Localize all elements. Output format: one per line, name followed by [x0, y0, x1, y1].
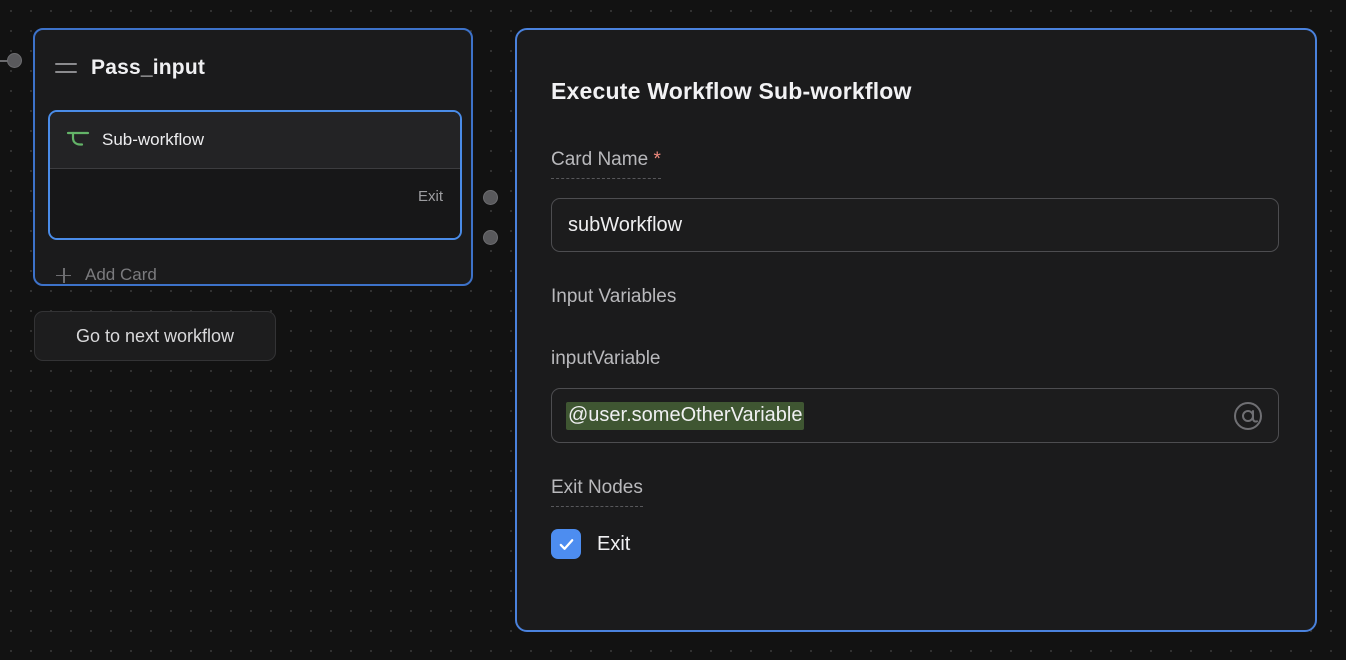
- node-title: Pass_input: [91, 56, 205, 80]
- required-marker: *: [653, 149, 660, 170]
- add-card-button[interactable]: Add Card: [48, 258, 165, 292]
- card-header-row[interactable]: Sub-workflow: [50, 112, 460, 168]
- card-name-label: Card Name *: [551, 149, 661, 179]
- go-to-next-workflow-label: Go to next workflow: [76, 326, 234, 347]
- card-exit-row[interactable]: Exit: [50, 169, 460, 238]
- check-icon: [557, 535, 576, 554]
- input-variables-section-label: Input Variables: [551, 286, 1281, 308]
- card-name-input[interactable]: subWorkflow: [551, 198, 1279, 252]
- exit-node-option-row[interactable]: Exit: [551, 529, 1281, 559]
- card-name-value: subWorkflow: [568, 214, 682, 237]
- plus-icon: [56, 268, 71, 283]
- variable-token[interactable]: @user.someOtherVariable: [566, 402, 804, 430]
- card-exit-label: Exit: [418, 188, 443, 205]
- input-variable-name-label: inputVariable: [551, 348, 1281, 370]
- go-to-next-workflow-button[interactable]: Go to next workflow: [34, 311, 276, 361]
- hamburger-icon[interactable]: [55, 61, 77, 75]
- exit-nodes-label: Exit Nodes: [551, 477, 643, 507]
- card-label: Sub-workflow: [102, 130, 204, 150]
- workflow-node-pass-input[interactable]: Pass_input Sub-workflow Exit Add Card: [33, 28, 473, 286]
- add-card-label: Add Card: [85, 265, 157, 285]
- exit-checkbox[interactable]: [551, 529, 581, 559]
- properties-panel: Execute Workflow Sub-workflow Card Name …: [515, 28, 1317, 632]
- input-variable-value-input[interactable]: @user.someOtherVariable: [551, 388, 1279, 443]
- input-connector-port[interactable]: [7, 53, 22, 68]
- output-connector-port-2[interactable]: [483, 230, 498, 245]
- panel-title: Execute Workflow Sub-workflow: [551, 78, 1281, 105]
- exit-nodes-group: Exit Nodes Exit: [551, 477, 1281, 559]
- output-connector-port-1[interactable]: [483, 190, 498, 205]
- node-header: Pass_input: [35, 30, 471, 88]
- card-name-field-group: Card Name * subWorkflow: [551, 149, 1281, 252]
- card-sub-workflow[interactable]: Sub-workflow Exit: [48, 110, 462, 240]
- at-icon[interactable]: [1232, 400, 1264, 432]
- exit-checkbox-label: Exit: [597, 533, 630, 556]
- sub-workflow-icon: [66, 129, 90, 151]
- input-variables-group: Input Variables inputVariable @user.some…: [551, 286, 1281, 443]
